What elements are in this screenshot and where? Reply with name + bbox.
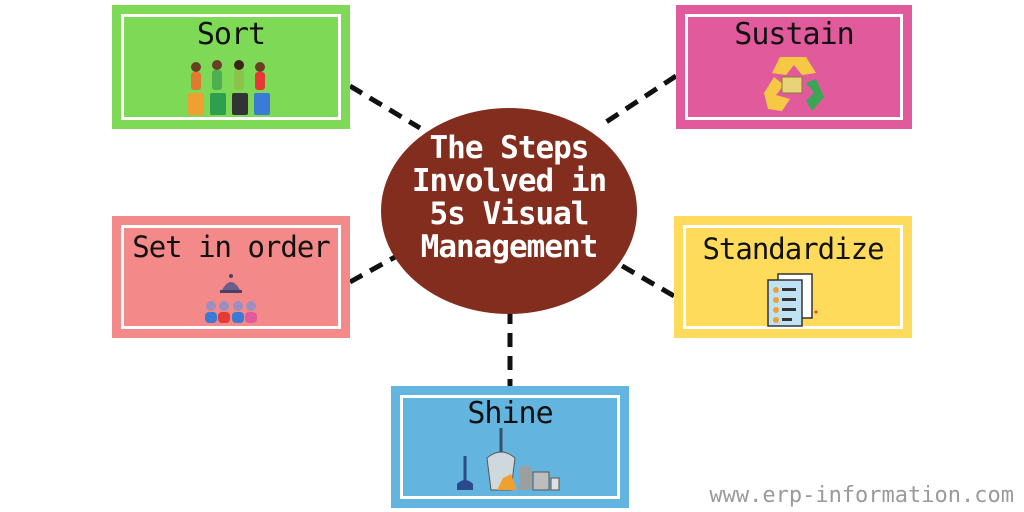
center-title-line: The Steps xyxy=(381,132,637,165)
step-standardize: Standardize xyxy=(674,216,912,338)
step-shine: Shine xyxy=(391,386,629,508)
watermark-url: www.erp-information.com xyxy=(709,483,1014,508)
center-title-line: Involved in xyxy=(381,165,637,198)
center-title: The Steps Involved in 5s Visual Manageme… xyxy=(381,132,637,264)
recycle-icon xyxy=(760,53,826,115)
connector-standardize xyxy=(612,260,674,296)
connector-sort xyxy=(350,86,420,128)
center-circle: The Steps Involved in 5s Visual Manageme… xyxy=(381,108,637,314)
connector-sustain xyxy=(600,76,676,126)
center-title-line: 5s Visual xyxy=(381,198,637,231)
step-label-set-in-order: Set in order xyxy=(112,230,350,264)
step-label-sort: Sort xyxy=(112,17,350,52)
cleaning-supplies-icon xyxy=(453,426,563,498)
team-bell-icon xyxy=(202,268,260,326)
step-sustain: Sustain xyxy=(676,5,912,129)
step-set-in-order: Set in order xyxy=(112,216,350,338)
center-title-line: Management xyxy=(381,231,637,264)
recycling-people-icon xyxy=(184,57,274,117)
step-sort: Sort xyxy=(112,5,350,129)
checklist-icon xyxy=(764,272,820,330)
step-label-standardize: Standardize xyxy=(674,232,912,266)
step-label-sustain: Sustain xyxy=(676,17,912,52)
